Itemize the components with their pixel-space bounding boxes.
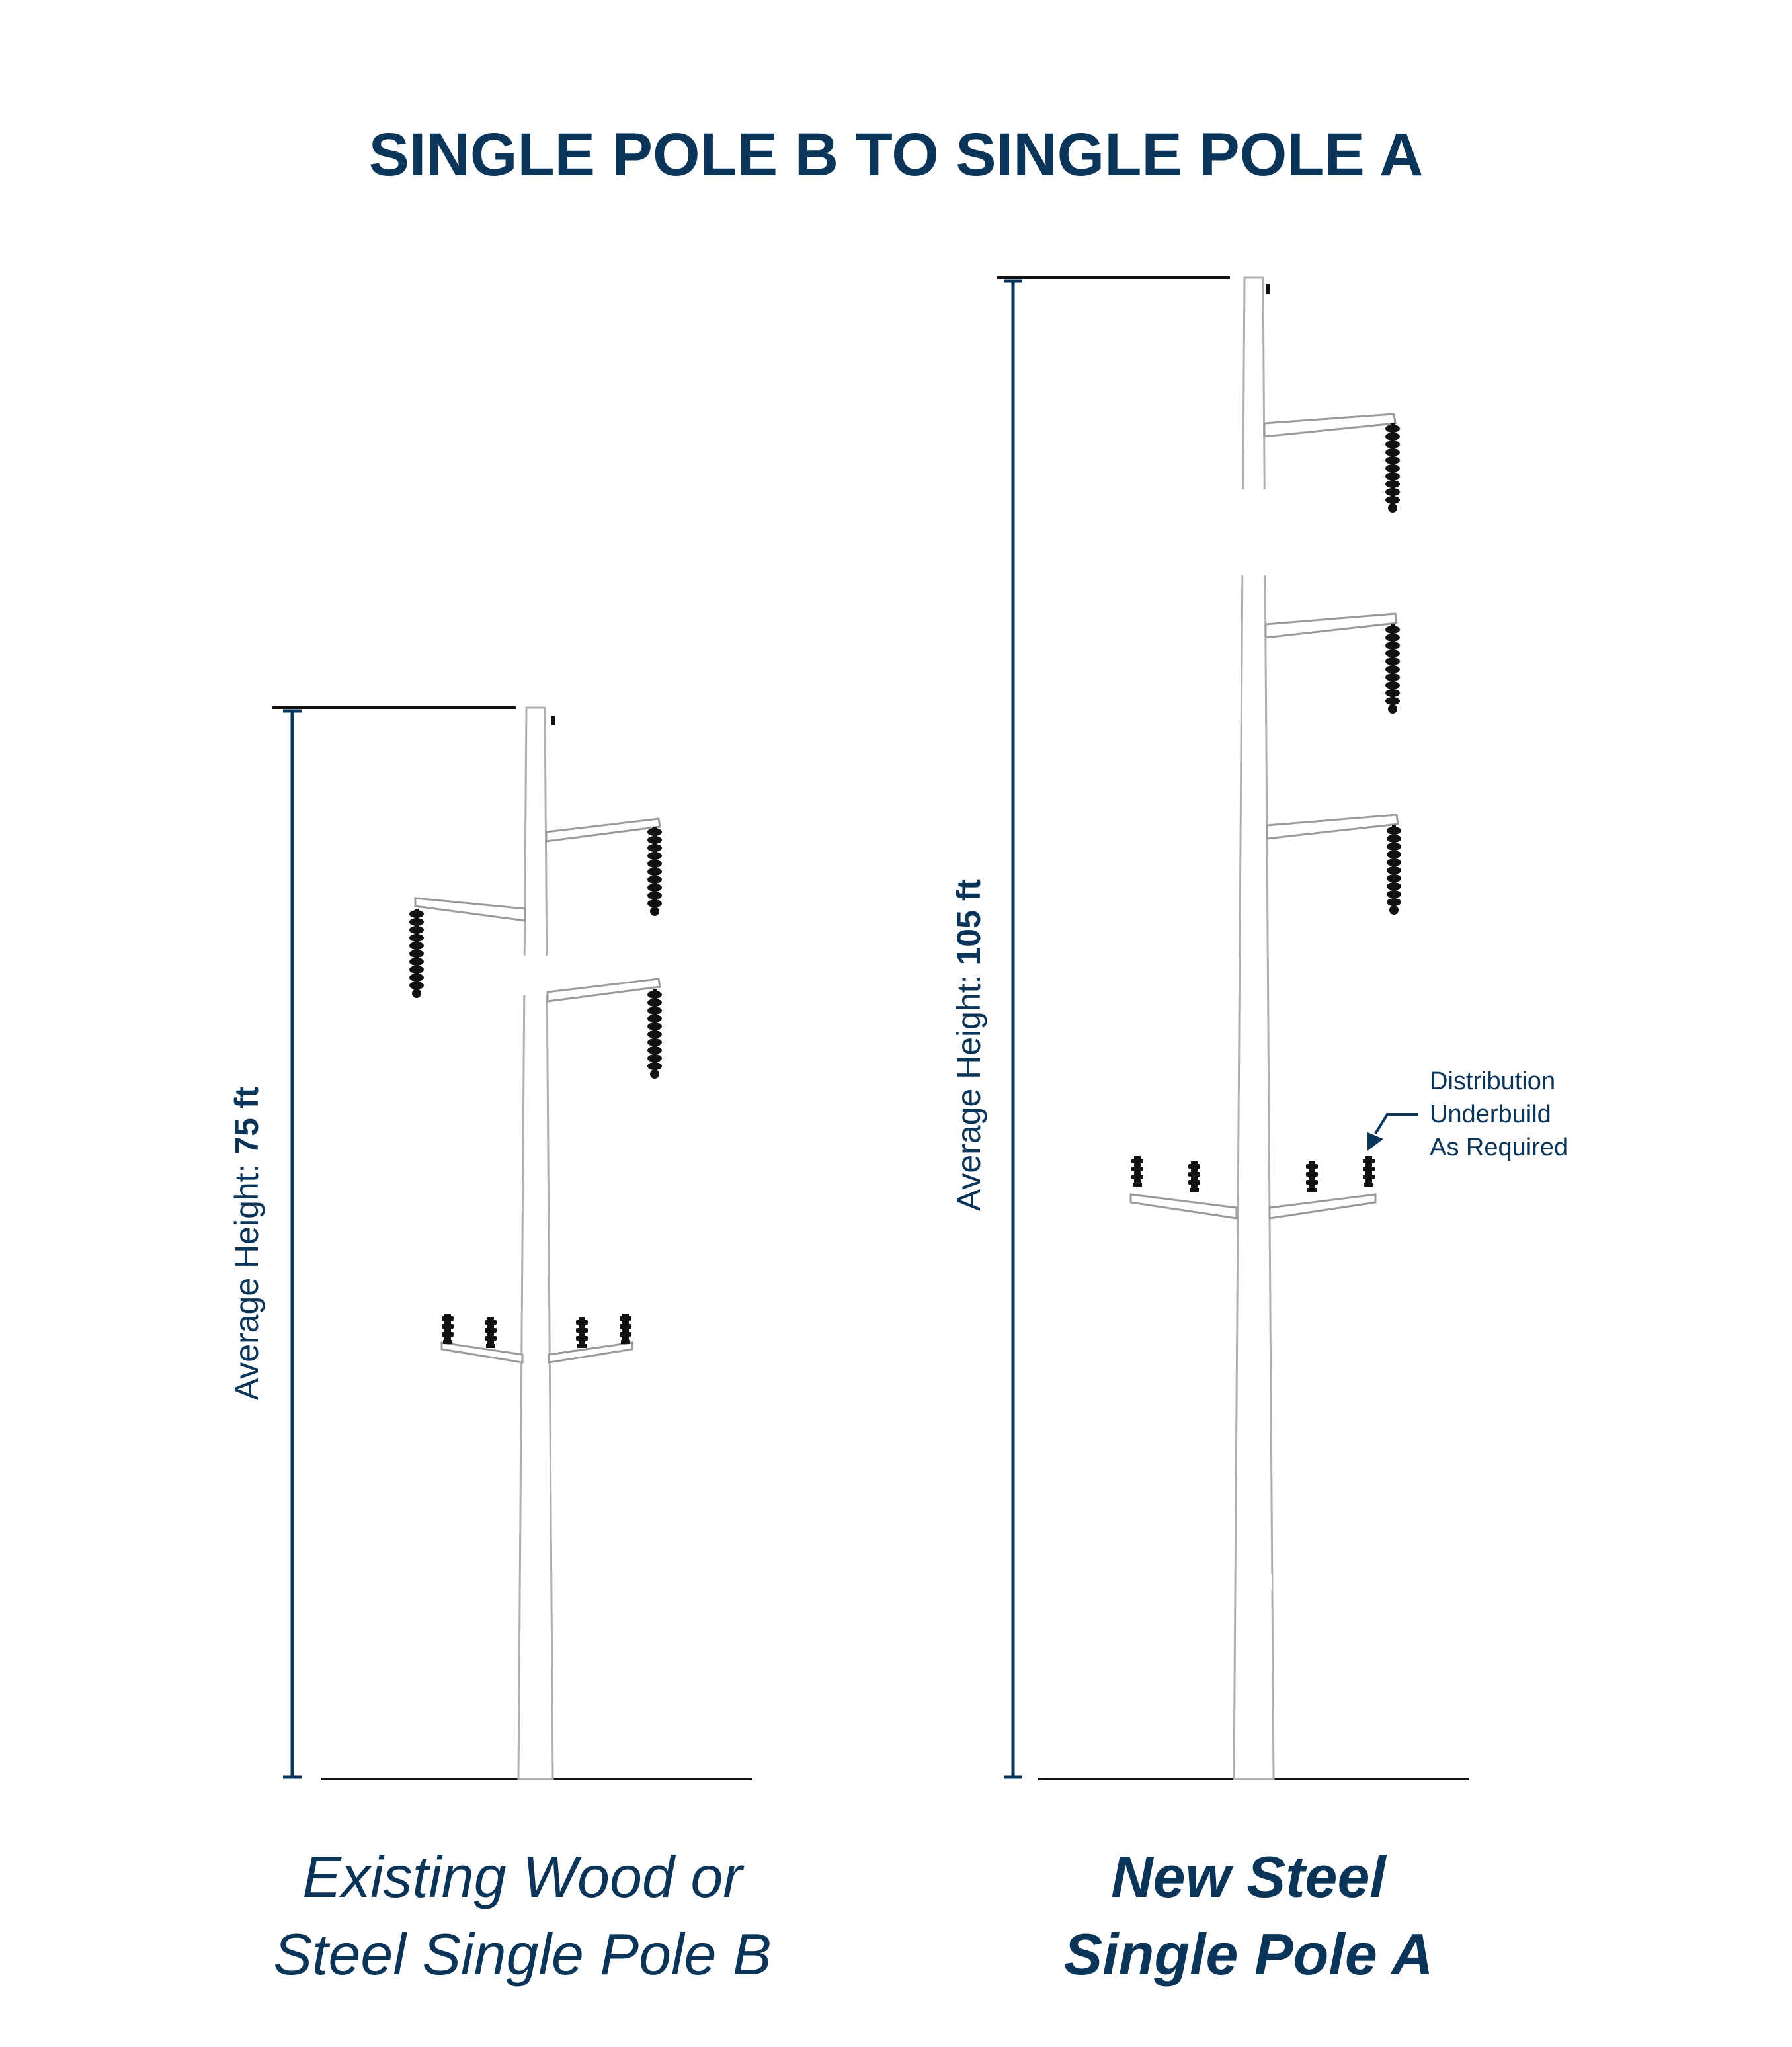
left-pole-gap	[520, 956, 553, 995]
underbuild-arrow-line	[1374, 1113, 1418, 1135]
left-lower-right-arm	[546, 978, 661, 1003]
right-underbuild-insulator-1	[1131, 1156, 1143, 1187]
left-underbuild-insulator-1	[442, 1314, 454, 1344]
underbuild-note-line3: As Required	[1430, 1134, 1568, 1161]
right-underbuild-insulator-3	[1306, 1161, 1318, 1192]
left-left-arm	[414, 897, 526, 922]
left-underbuild-insulator-2	[485, 1317, 497, 1348]
left-pole-group: Average Height: 75 ft Existing Wood or S…	[228, 706, 772, 1987]
right-height-label: Average Height: 105 ft	[950, 879, 987, 1212]
right-insulator-lower	[1387, 825, 1401, 915]
left-caption-line2: Steel Single Pole B	[273, 1921, 771, 1987]
left-insulator-lower-right	[647, 989, 662, 1079]
left-underbuild-arm-right	[548, 1341, 633, 1364]
right-caption-line1: New Steel	[1111, 1844, 1387, 1909]
left-height-value: 75 ft	[228, 1086, 265, 1154]
left-caption-line1: Existing Wood or	[302, 1844, 745, 1909]
right-height-value: 105 ft	[950, 879, 987, 966]
right-underbuild-insulator-2	[1188, 1161, 1200, 1192]
right-pole-group: Average Height: 105 ft Distribution Unde…	[950, 276, 1568, 1987]
right-caption-line2: Single Pole A	[1063, 1921, 1433, 1987]
right-underbuild-arm-right	[1268, 1193, 1377, 1220]
right-lower-arm	[1266, 814, 1399, 840]
right-insulator-middle	[1385, 624, 1400, 714]
left-insulator-upper-right	[647, 827, 662, 916]
underbuild-note-line1: Distribution	[1430, 1067, 1555, 1095]
left-upper-right-arm	[545, 817, 661, 843]
underbuild-arrow-head	[1367, 1132, 1383, 1151]
right-shield-wire-clamp	[1266, 284, 1270, 294]
right-insulator-upper	[1385, 423, 1400, 513]
right-underbuild-insulator-4	[1363, 1156, 1375, 1187]
right-pole-gap-1	[1237, 489, 1271, 575]
right-underbuild-arm-left	[1129, 1193, 1238, 1220]
left-pole-shaft	[517, 706, 554, 1780]
right-height-label-prefix: Average Height:	[950, 966, 987, 1212]
left-height-label-prefix: Average Height:	[228, 1155, 265, 1401]
underbuild-note-line2: Underbuild	[1430, 1101, 1551, 1128]
right-middle-arm	[1264, 612, 1398, 639]
left-insulator-left	[409, 909, 424, 998]
right-upper-arm	[1263, 413, 1397, 438]
page-title: SINGLE POLE B TO SINGLE POLE A	[369, 121, 1424, 188]
left-underbuild-arm-left	[440, 1341, 524, 1364]
right-pole-gap-2	[1237, 1574, 1272, 1590]
left-underbuild-insulator-4	[620, 1314, 631, 1344]
left-shield-wire-clamp	[551, 716, 555, 725]
right-pole-shaft	[1233, 276, 1275, 1780]
left-height-label: Average Height: 75 ft	[228, 1086, 265, 1400]
left-underbuild-insulator-3	[576, 1317, 588, 1348]
